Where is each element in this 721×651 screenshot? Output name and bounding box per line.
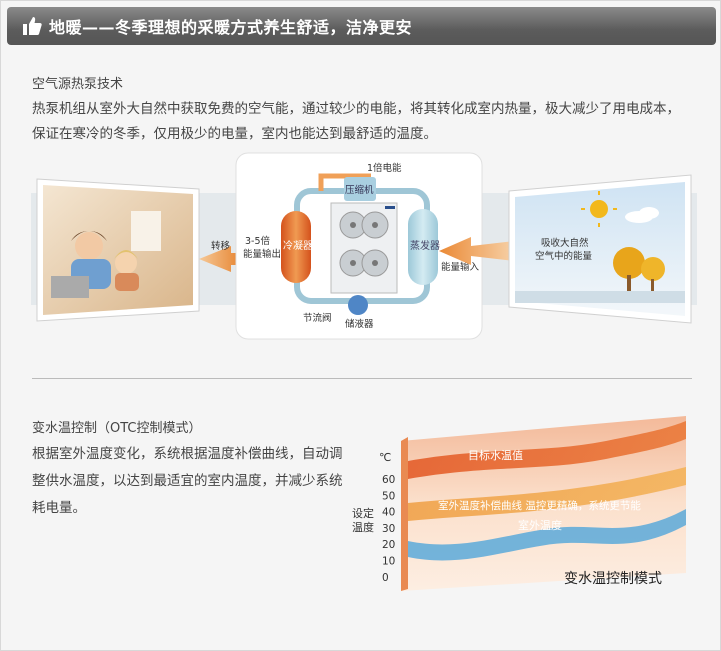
heat-pump-diagram: 冷凝器 蒸发器 压缩机 1倍电能 储液器 节流阀 转移 3-5倍 能量输出 能量… xyxy=(31,152,697,340)
family-room-photo xyxy=(36,178,200,322)
band-target-label: 目标水温值 xyxy=(468,448,523,462)
y-tick-label: 10 xyxy=(382,556,395,568)
nature-photo xyxy=(508,174,692,324)
ylabel-line1: 设定 xyxy=(352,506,374,520)
output-label-1: 3-5倍 xyxy=(245,235,271,247)
receiver-label: 储液器 xyxy=(345,318,374,330)
power-label: 1倍电能 xyxy=(367,162,402,174)
output-label-2: 能量输出 xyxy=(243,248,281,260)
y-tick-label: 20 xyxy=(382,539,395,551)
valve-label: 节流阀 xyxy=(303,312,332,324)
ylabel-line2: 温度 xyxy=(352,520,374,534)
compressor-label: 压缩机 xyxy=(345,184,374,196)
band-outdoor-label: 室外温度 xyxy=(518,518,562,532)
section-header: 地暖——冬季理想的采暖方式养生舒适，洁净更安 xyxy=(7,7,716,45)
section2-body: 根据室外温度变化，系统根据温度补偿曲线，自动调整供水温度，以达到最适宜的室内温度… xyxy=(32,446,343,516)
otc-control-illustration: 目标水温值 室外温度补偿曲线 温控更精确，系统更节能 室外温度 ℃ 设定 温度 … xyxy=(352,416,686,591)
otc-caption: 变水温控制模式 xyxy=(564,571,662,587)
condenser xyxy=(281,211,311,283)
section1-title: 空气源热泵技术 xyxy=(32,77,124,92)
section2-title: 变水温控制（OTC控制模式） xyxy=(32,421,202,436)
outdoor-unit xyxy=(330,202,398,294)
receiver xyxy=(348,295,368,315)
evaporator xyxy=(408,209,438,285)
y-tick-label: 40 xyxy=(382,507,395,519)
band-curve-label: 室外温度补偿曲线 温控更精确，系统更节能 xyxy=(438,499,641,512)
y-tick-label: 60 xyxy=(382,474,395,486)
y-tick-label: 30 xyxy=(382,523,395,535)
input-label: 能量输入 xyxy=(441,261,480,273)
header-title: 地暖——冬季理想的采暖方式养生舒适，洁净更安 xyxy=(49,18,413,37)
absorb-label-2: 空气中的能量 xyxy=(535,250,593,262)
thumbs-up-icon xyxy=(23,17,42,35)
y-tick-label: 50 xyxy=(382,490,395,502)
unit-label: ℃ xyxy=(379,451,391,464)
y-ticks: 60 50 40 30 20 10 0 xyxy=(382,474,395,584)
absorb-label-1: 吸收大自然 xyxy=(541,237,589,249)
transfer-label: 转移 xyxy=(211,240,231,252)
section1-body: 热泵机组从室外大自然中获取免费的空气能，通过较少的电能，将其转化成室内热量，极大… xyxy=(32,101,680,142)
evaporator-label: 蒸发器 xyxy=(410,239,440,252)
y-tick-label: 0 xyxy=(382,572,389,584)
section-divider xyxy=(32,378,692,379)
condenser-label: 冷凝器 xyxy=(283,239,313,252)
